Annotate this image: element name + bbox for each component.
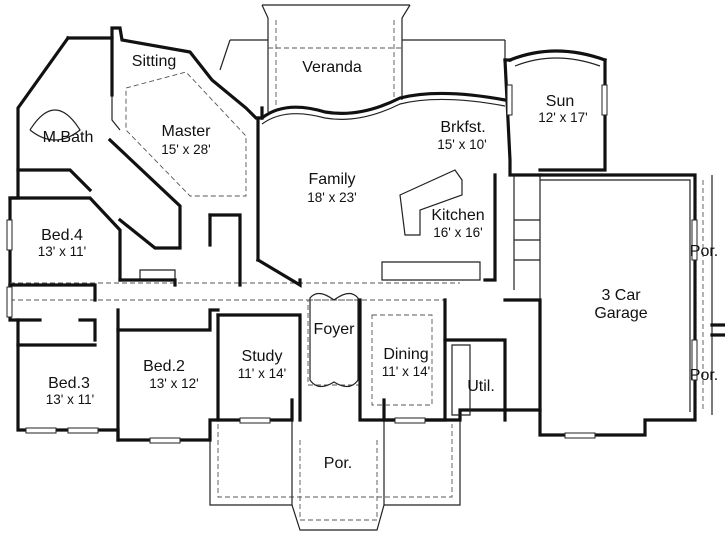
- room-name: Por.: [690, 367, 718, 384]
- room-foyer: Foyer: [314, 321, 356, 338]
- room-size: 12' x 17': [538, 110, 587, 125]
- room-bed4: Bed.4 13' x 11': [38, 227, 86, 259]
- room-kitchen: Kitchen 16' x 16': [431, 207, 484, 240]
- room-garage: 3 Car Garage: [594, 287, 647, 322]
- room-name: Master: [162, 123, 212, 140]
- windows: [6, 84, 698, 444]
- room-por-front: Por.: [324, 455, 352, 472]
- interior-walls: [8, 36, 542, 442]
- room-name: Family: [308, 171, 355, 188]
- room-name: Kitchen: [431, 207, 484, 224]
- room-name: Sun: [546, 93, 574, 110]
- room-name: Bed.3: [48, 375, 90, 392]
- room-sun: Sun 12' x 17': [538, 93, 587, 125]
- room-name: Study: [242, 348, 283, 365]
- room-por-right-bottom: Por.: [690, 367, 718, 384]
- room-size: 15' x 10': [437, 137, 486, 152]
- room-name-line2: Garage: [594, 305, 647, 322]
- room-size: 11' x 14': [382, 364, 430, 379]
- room-por-right-top: Por.: [690, 243, 718, 260]
- room-family: Family 18' x 23': [307, 171, 356, 205]
- room-name: Dining: [383, 346, 428, 363]
- room-util: Util.: [467, 378, 495, 395]
- room-mbath: M.Bath: [43, 129, 94, 146]
- room-size: 13' x 12': [149, 376, 198, 391]
- room-study: Study 11' x 14': [238, 348, 286, 381]
- room-name: Bed.4: [41, 227, 83, 244]
- room-name: Por.: [324, 455, 352, 472]
- room-brkfst: Brkfst. 15' x 10': [437, 119, 486, 152]
- room-size: 13' x 11': [46, 392, 94, 407]
- room-name: Brkfst.: [440, 119, 485, 136]
- room-name: Sitting: [132, 53, 176, 70]
- room-name: Foyer: [314, 321, 356, 338]
- room-size: 18' x 23': [307, 190, 356, 205]
- room-dining: Dining 11' x 14': [382, 346, 430, 379]
- room-name: Bed.2: [143, 358, 185, 375]
- front-porch: [209, 420, 461, 531]
- room-bed3: Bed.3 13' x 11': [46, 375, 94, 407]
- room-name: M.Bath: [43, 129, 94, 146]
- room-name: Por.: [690, 243, 718, 260]
- room-size: 13' x 11': [38, 244, 86, 259]
- room-size: 15' x 28': [161, 142, 210, 157]
- room-veranda: Veranda: [302, 59, 362, 76]
- room-sitting: Sitting: [132, 53, 176, 70]
- room-bed2: Bed.2 13' x 12': [143, 358, 199, 391]
- room-master: Master 15' x 28': [161, 123, 211, 157]
- veranda-area: [219, 4, 506, 112]
- room-size: 11' x 14': [238, 366, 286, 381]
- room-name: Veranda: [302, 59, 362, 76]
- room-name: Util.: [467, 378, 495, 395]
- room-name-line1: 3 Car: [601, 287, 641, 304]
- room-size: 16' x 16': [433, 225, 482, 240]
